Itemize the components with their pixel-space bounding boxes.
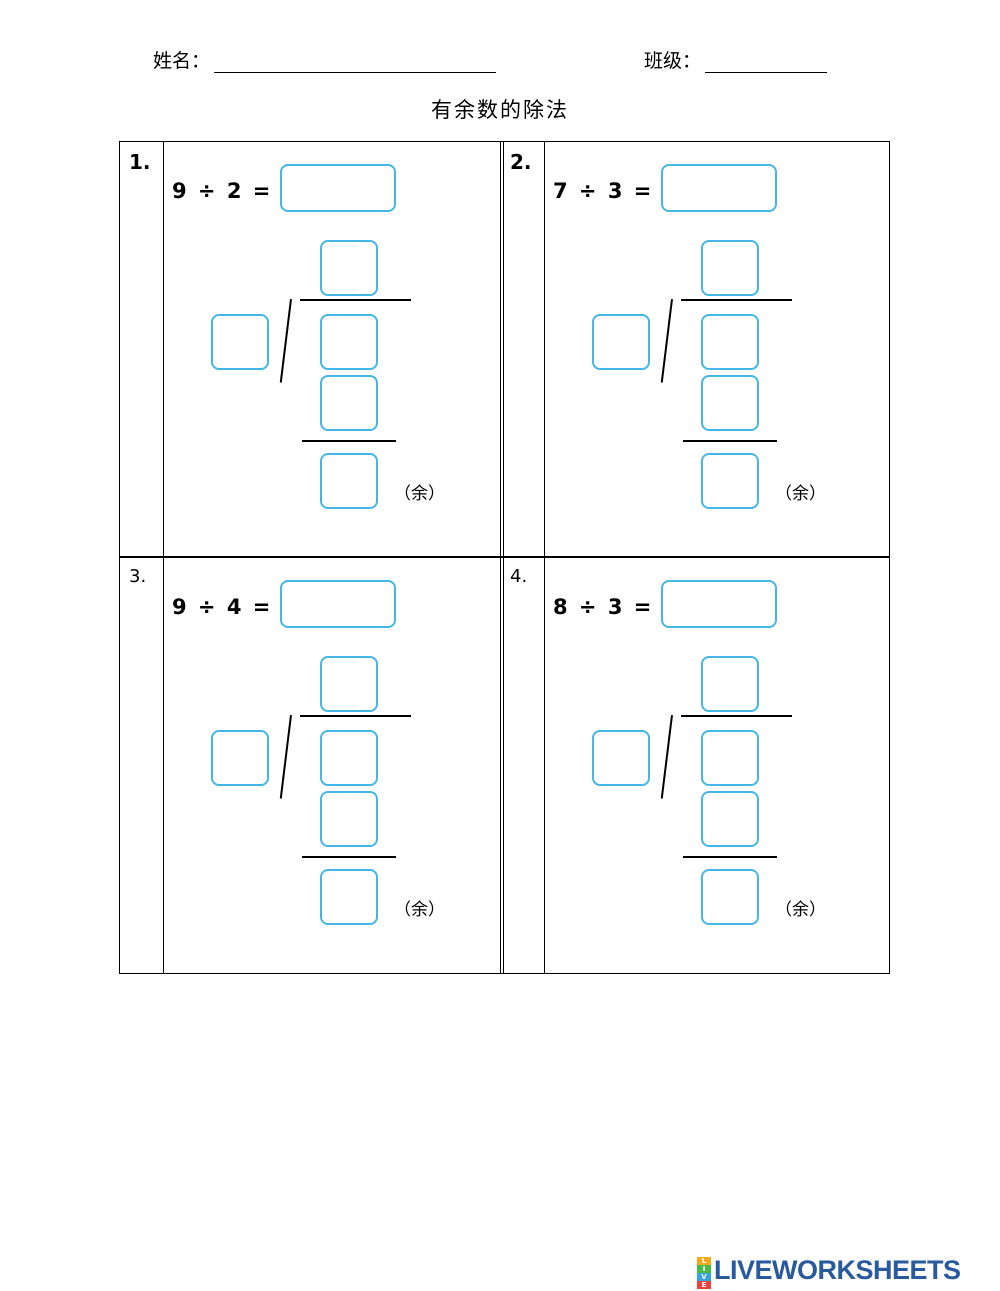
number-column: 2. <box>501 142 545 556</box>
logo-text: LIVEWORKSHEETS <box>714 1254 961 1285</box>
divisor-box[interactable] <box>211 730 269 786</box>
equation-text: 9 ÷ 2 = <box>172 179 273 203</box>
quotient-box[interactable] <box>320 656 378 712</box>
dividend-box[interactable] <box>701 314 759 370</box>
problem-number: 3. <box>129 566 147 587</box>
answer-box[interactable] <box>661 580 777 628</box>
subtraction-line <box>683 440 777 442</box>
number-column: 3. <box>120 558 164 973</box>
equation-text: 9 ÷ 4 = <box>172 595 273 619</box>
answer-box[interactable] <box>661 164 777 212</box>
problem-cell-4: 4. 8 ÷ 3 = （余） <box>500 557 890 974</box>
division-bracket <box>660 715 673 799</box>
subtraction-line <box>302 856 396 858</box>
subtraction-line <box>302 440 396 442</box>
badge-letter: E <box>697 1281 711 1289</box>
division-bracket <box>279 299 292 383</box>
product-box[interactable] <box>320 375 378 431</box>
name-field-row: 姓名： <box>153 46 497 73</box>
class-label: 班级： <box>644 50 702 72</box>
remainder-label: （余） <box>775 484 826 504</box>
dividend-box[interactable] <box>320 314 378 370</box>
divisor-box[interactable] <box>211 314 269 370</box>
divisor-box[interactable] <box>592 314 650 370</box>
remainder-label: （余） <box>775 900 826 920</box>
remainder-box[interactable] <box>320 869 378 925</box>
remainder-label: （余） <box>394 484 445 504</box>
remainder-box[interactable] <box>320 453 378 509</box>
class-field-row: 班级： <box>644 46 828 73</box>
quotient-box[interactable] <box>701 656 759 712</box>
name-input-line[interactable] <box>214 52 497 73</box>
division-bar <box>300 715 411 717</box>
number-column: 4. <box>501 558 545 973</box>
problem-number: 1. <box>129 150 151 174</box>
badge-letter: V <box>697 1273 711 1281</box>
answer-box[interactable] <box>280 580 396 628</box>
problem-cell-2: 2. 7 ÷ 3 = （余） <box>500 141 890 557</box>
dividend-box[interactable] <box>320 730 378 786</box>
division-bracket <box>660 299 673 383</box>
dividend-box[interactable] <box>701 730 759 786</box>
remainder-label: （余） <box>394 900 445 920</box>
division-bar <box>681 299 792 301</box>
live-badge-icon: L I V E <box>697 1257 711 1289</box>
worksheet-title: 有余数的除法 <box>431 98 569 122</box>
quotient-box[interactable] <box>701 240 759 296</box>
remainder-box[interactable] <box>701 453 759 509</box>
number-column: 1. <box>120 142 164 556</box>
problem-cell-1: 1. 9 ÷ 2 = （余） <box>119 141 504 557</box>
division-bracket <box>279 715 292 799</box>
remainder-box[interactable] <box>701 869 759 925</box>
liveworksheets-logo[interactable]: L I V E LIVEWORKSHEETS <box>697 1254 961 1289</box>
problem-number: 2. <box>510 150 532 174</box>
badge-letter: L <box>697 1257 711 1265</box>
badge-letter: I <box>697 1265 711 1273</box>
problem-number: 4. <box>510 566 528 587</box>
class-input-line[interactable] <box>705 52 828 73</box>
division-bar <box>681 715 792 717</box>
subtraction-line <box>683 856 777 858</box>
problem-grid: 1. 9 ÷ 2 = （余） 2. 7 ÷ 3 = （余） 3. <box>119 141 890 974</box>
name-label: 姓名： <box>153 50 211 72</box>
equation-text: 8 ÷ 3 = <box>553 595 654 619</box>
quotient-box[interactable] <box>320 240 378 296</box>
division-bar <box>300 299 411 301</box>
divisor-box[interactable] <box>592 730 650 786</box>
product-box[interactable] <box>320 791 378 847</box>
product-box[interactable] <box>701 791 759 847</box>
product-box[interactable] <box>701 375 759 431</box>
answer-box[interactable] <box>280 164 396 212</box>
problem-cell-3: 3. 9 ÷ 4 = （余） <box>119 557 504 974</box>
equation-text: 7 ÷ 3 = <box>553 179 654 203</box>
